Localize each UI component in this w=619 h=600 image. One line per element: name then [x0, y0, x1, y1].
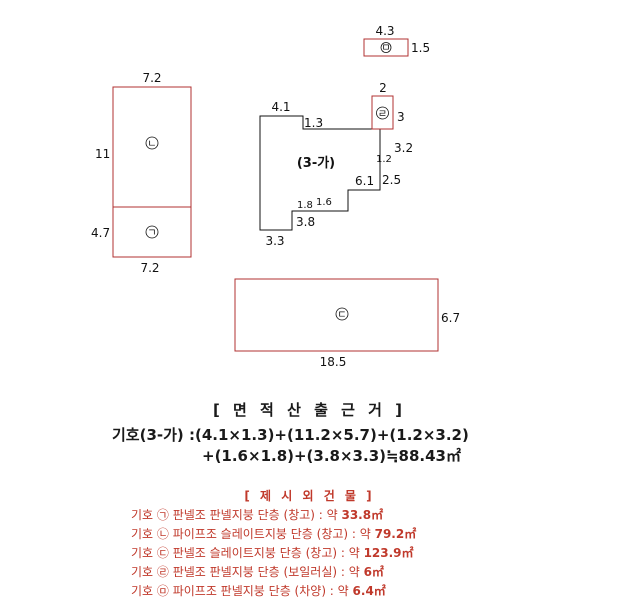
building-ri: ㄹ 2 3: [371, 81, 405, 130]
dim-giyeok-width: 7.2: [140, 261, 159, 275]
existing-item-4-value: 6㎡: [363, 565, 384, 579]
dim-ri-height: 3: [397, 110, 405, 124]
building-ri-symbol: [376, 106, 389, 120]
dim-main-16: 1.6: [316, 197, 332, 208]
existing-item-2: 기호 ㉡ 파이프조 슬레이트지붕 단층 (창고) : 약 79.2㎡: [131, 525, 416, 542]
area-basis-line2: +(1.6×1.8)+(3.8×3.3)≒88.43㎡: [202, 447, 461, 465]
existing-item-3: 기호 ㉢ 판넬조 슬레이트지붕 단층 (창고) : 약 123.9㎡: [131, 544, 414, 561]
dim-main-32: 3.2: [394, 141, 413, 155]
existing-item-5: 기호 ㉤ 파이프조 판넬지붕 단층 (차양) : 약 6.4㎡: [131, 582, 386, 599]
existing-item-1-value: 33.8㎡: [341, 508, 384, 522]
dim-main-25: 2.5: [382, 173, 401, 187]
building-giyeok: ㄱ 4.7 7.2: [91, 206, 192, 275]
existing-item-5-value: 6.4㎡: [352, 584, 386, 598]
dim-nieun-height: 11: [95, 147, 110, 161]
existing-item-1: 기호 ㉠ 판넬조 판넬지붕 단층 (창고) : 약 33.8㎡: [131, 506, 383, 523]
building-giyeok-label: ㄱ: [147, 228, 156, 239]
building-digeut-label: ㄷ: [337, 310, 346, 321]
dim-giyeok-height: 4.7: [91, 226, 110, 240]
building-giyeok-outline: [112, 206, 192, 258]
building-digeut-outline: [234, 278, 439, 352]
dim-nieun-width: 7.2: [142, 71, 161, 85]
building-mu: ㅁ 4.3 1.5: [363, 24, 430, 57]
dim-main-18: 1.8: [297, 200, 313, 211]
dim-main-12: 1.2: [376, 154, 392, 165]
existing-item-4: 기호 ㉣ 판넬조 판넬지붕 단층 (보일러실) : 약 6㎡: [131, 563, 384, 580]
building-ri-outline: [371, 95, 394, 130]
dim-main-61: 6.1: [355, 174, 374, 188]
dim-digeut-height: 6.7: [441, 311, 460, 325]
existing-item-2-value: 79.2㎡: [374, 527, 417, 541]
existing-item-3-text: 기호 ㉢ 판넬조 슬레이트지붕 단층 (창고) : 약: [131, 546, 364, 560]
existing-item-4-text: 기호 ㉣ 판넬조 판넬지붕 단층 (보일러실) : 약: [131, 565, 364, 579]
existing-item-5-text: 기호 ㉤ 파이프조 판넬지붕 단층 (차양) : 약: [131, 584, 353, 598]
dim-main-13: 1.3: [304, 116, 323, 130]
existing-item-3-value: 123.9㎡: [363, 546, 414, 560]
building-digeut-symbol: [335, 307, 349, 321]
dim-main-41: 4.1: [271, 100, 290, 114]
building-ri-label: ㄹ: [378, 109, 387, 120]
building-main-label: (3-가): [297, 156, 335, 171]
existing-item-1-text: 기호 ㉠ 판넬조 판넬지붕 단층 (창고) : 약: [131, 508, 342, 522]
dim-mu-width: 4.3: [375, 24, 394, 38]
building-main-outline: [259, 115, 381, 231]
building-nieun: ㄴ 7.2 11: [95, 71, 192, 208]
area-basis-title: [ 면 적 산 출 근 거 ]: [212, 401, 407, 419]
building-giyeok-symbol: [145, 225, 159, 239]
existing-item-2-text: 기호 ㉡ 파이프조 슬레이트지붕 단층 (창고) : 약: [131, 527, 375, 541]
dim-mu-height: 1.5: [411, 41, 430, 55]
building-nieun-label: ㄴ: [147, 139, 156, 150]
building-main: (3-가) 4.1 1.3 6.1 2.5 3.2 1.2 1.8 1.6 3.…: [259, 100, 413, 248]
building-mu-symbol: [380, 42, 392, 53]
building-mu-outline: [363, 38, 409, 57]
dim-main-38: 3.8: [296, 215, 315, 229]
existing-buildings-title: [ 제 시 외 건 물 ]: [244, 489, 375, 503]
dim-ri-width: 2: [379, 81, 387, 95]
dim-main-33: 3.3: [265, 234, 284, 248]
area-basis-line1: 기호(3-가) :(4.1×1.3)+(11.2×5.7)+(1.2×3.2): [112, 426, 469, 444]
building-digeut: ㄷ 6.7 18.5: [234, 278, 460, 369]
dim-digeut-width: 18.5: [320, 355, 347, 369]
building-mu-label: ㅁ: [381, 43, 390, 54]
building-nieun-symbol: [145, 136, 159, 150]
